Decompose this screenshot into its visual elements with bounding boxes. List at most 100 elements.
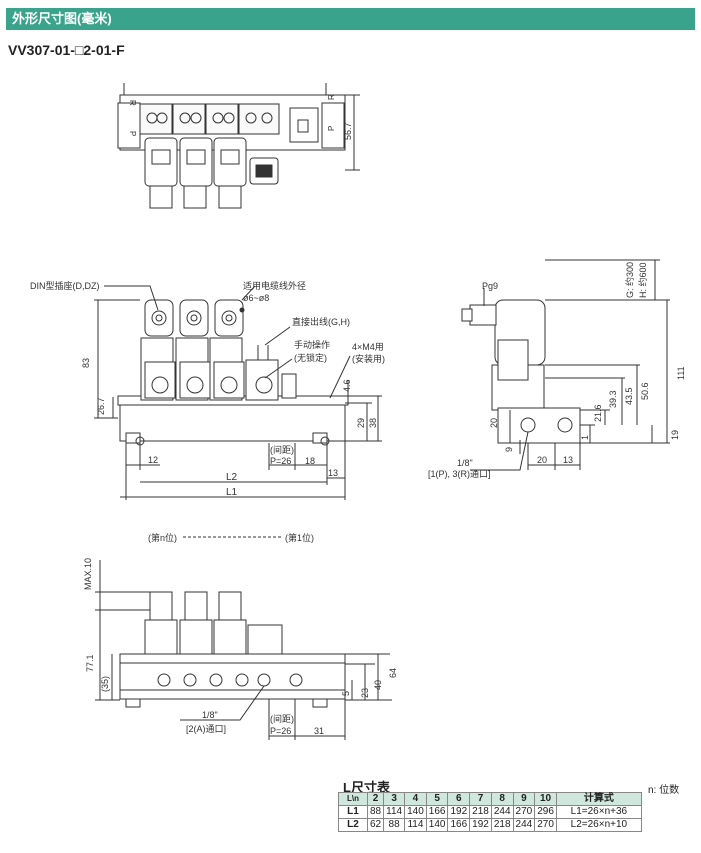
bottom-station-1st: (第1位): [285, 532, 314, 543]
bottom-pitch-note: (间距): [270, 713, 294, 724]
side-dim-50-6: 50.6: [640, 382, 650, 400]
col-header: 4: [404, 792, 427, 806]
table-cell: 244: [490, 805, 514, 819]
bottom-dim-35: (35): [100, 676, 110, 692]
l-table-title: L尺寸表: [343, 780, 390, 795]
front-view: 83 26.7 4.6 29 38 12 (间距) P=26 18 13 L2 …: [30, 280, 385, 500]
table-row: L2 62 88 114 140 166 192 218 244 270 L2=…: [338, 818, 642, 832]
table-cell: 166: [425, 805, 449, 819]
top-view: R P R P 56.7: [117, 83, 360, 209]
callout-mount: 4×M4用: [352, 342, 384, 352]
model-number: VV307-01-□2-01-F: [8, 42, 125, 58]
top-dim-56-7: 56.7: [343, 122, 353, 140]
side-dim-13: 13: [563, 455, 573, 465]
table-cell: 192: [469, 818, 492, 832]
col-header: 9: [512, 792, 536, 806]
l-dimension-table: L\n 2 3 4 5 6 7 8 9 10 计算式 L1 88 114 140…: [338, 792, 642, 832]
table-corner: L\n: [338, 792, 368, 806]
table-cell: 140: [425, 818, 449, 832]
callout-manual-note: (无锁定): [294, 352, 327, 363]
front-pitch-note: (间距): [270, 444, 294, 455]
bottom-view: (第n位) (第1位) MAX.10 77.1 (35) 64 40 23 5 …: [83, 532, 398, 740]
bottom-dim-5: 5: [341, 691, 351, 696]
front-dim-l1: L1: [226, 487, 238, 498]
side-dim-39-3: 39.3: [608, 390, 618, 408]
col-header: 10: [534, 792, 557, 806]
callout-direct: 直接出线(G,H): [292, 316, 350, 327]
corner-l: L: [346, 794, 352, 803]
table-cell: 166: [447, 818, 471, 832]
table-cell: 270: [512, 805, 536, 819]
table-cell: 88: [366, 805, 385, 819]
front-dim-26-7: 26.7: [96, 397, 106, 415]
callout-mount-note: (安装用): [352, 353, 385, 364]
side-dim-43-5: 43.5: [624, 387, 634, 405]
front-dim-13: 13: [328, 468, 338, 478]
front-dim-12: 12: [148, 455, 158, 465]
top-label-r-left: R: [128, 100, 137, 106]
corner-n: n: [354, 794, 359, 803]
front-dim-29: 29: [356, 418, 366, 428]
bottom-dim-23: 23: [360, 688, 370, 698]
top-label-r-right: R: [327, 94, 336, 100]
bottom-port: 1/8": [202, 710, 218, 720]
side-cable-h: H: 约600: [637, 262, 648, 298]
front-dim-18: 18: [305, 456, 315, 466]
callout-manual: 手动操作: [294, 339, 330, 350]
table-cell: 88: [383, 818, 406, 832]
col-header: 6: [447, 792, 471, 806]
bottom-port-note: [2(A)通口]: [186, 724, 226, 734]
side-dim-20-v: 20: [489, 418, 499, 428]
side-pg9: Pg9: [482, 281, 498, 291]
formula-cell: L1=26×n+36: [555, 805, 642, 819]
bottom-dim-40: 40: [373, 680, 383, 690]
side-port-note: [1(P), 3(R)通口]: [428, 469, 491, 479]
side-dim-111: 111: [676, 366, 686, 380]
side-cable-g: G: 约300: [624, 262, 635, 298]
callout-din: DIN型插座(D,DZ): [30, 280, 100, 291]
table-cell: 244: [512, 818, 536, 832]
table-cell: 192: [447, 805, 471, 819]
col-header: 7: [469, 792, 492, 806]
table-row: L1 88 114 140 166 192 218 244 270 296 L1…: [338, 805, 642, 819]
front-dim-83: 83: [81, 358, 91, 368]
side-dim-1: 1: [580, 435, 590, 440]
row-label: L1: [338, 805, 368, 819]
bottom-station-nth: (第n位): [148, 532, 177, 543]
side-dim-21-6: 21.6: [593, 404, 603, 422]
callout-cable: 适用电缆线外径: [243, 280, 306, 291]
bottom-dim-64: 64: [388, 668, 398, 678]
side-dim-20: 20: [537, 455, 547, 465]
col-header: 8: [490, 792, 514, 806]
bottom-dim-77-1: 77.1: [85, 654, 95, 672]
col-header: 5: [425, 792, 449, 806]
callout-cable-range: ø6~ø8: [243, 293, 269, 303]
table-header-row: L\n 2 3 4 5 6 7 8 9 10 计算式: [338, 792, 642, 806]
table-cell: 270: [534, 818, 557, 832]
formula-header: 计算式: [555, 792, 642, 806]
side-dim-19: 19: [670, 430, 680, 440]
side-view: Pg9 G: 约300 H: 约600 111 50.6 43.5 39.3 2…: [428, 259, 686, 479]
table-cell: 62: [366, 818, 385, 832]
row-label: L2: [338, 818, 368, 832]
l-table-note: n: 位数: [648, 785, 680, 796]
side-dim-9: 9: [504, 447, 514, 452]
table-cell: 114: [383, 805, 406, 819]
bottom-dim-max10: MAX.10: [83, 558, 93, 590]
formula-cell: L2=26×n+10: [555, 818, 642, 832]
top-label-p-left: P: [128, 131, 137, 136]
table-cell: 296: [534, 805, 557, 819]
front-dim-l2: L2: [226, 472, 238, 483]
col-header: 3: [383, 792, 406, 806]
section-header: 外形尺寸图(毫米): [6, 8, 695, 30]
front-dim-38: 38: [368, 418, 378, 428]
table-cell: 218: [490, 818, 514, 832]
bottom-dim-31: 31: [314, 726, 324, 736]
front-dim-4-6: 4.6: [342, 379, 352, 392]
bottom-pitch: P=26: [270, 726, 291, 736]
front-pitch: P=26: [270, 456, 291, 466]
table-cell: 114: [404, 818, 427, 832]
col-header: 2: [366, 792, 385, 806]
table-cell: 140: [404, 805, 427, 819]
